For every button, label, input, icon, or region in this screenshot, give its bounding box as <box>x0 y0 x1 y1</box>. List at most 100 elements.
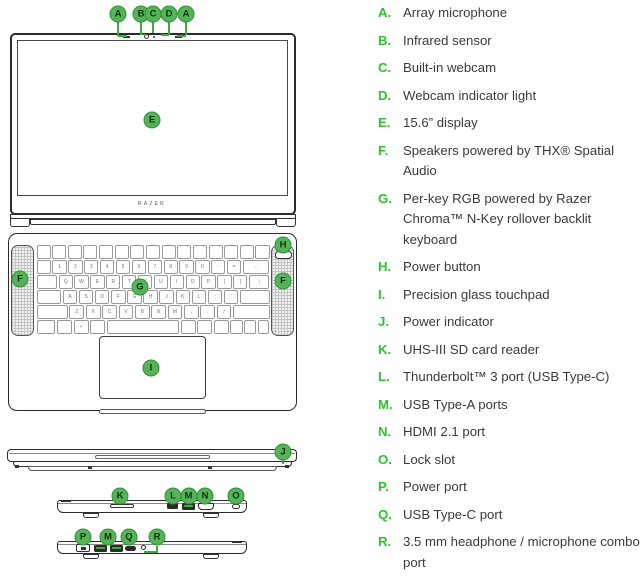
key: 4 <box>100 260 115 274</box>
legend-letter: G. <box>378 190 392 206</box>
callout-built-in-webcam: C <box>144 5 162 23</box>
callout-line <box>168 22 170 35</box>
callout-touchpad: I <box>142 359 160 377</box>
razer-logo: RAZER <box>138 201 166 207</box>
key: L <box>191 290 207 304</box>
key <box>177 245 192 259</box>
legend-text: Per-key RGB powered by Razer Chroma™ N-K… <box>403 190 592 247</box>
legend-letter: D. <box>378 87 392 103</box>
callout-line <box>144 551 158 553</box>
key <box>257 320 270 334</box>
key <box>197 320 213 334</box>
legend-letter: B. <box>378 32 392 48</box>
rubber-foot <box>203 553 219 559</box>
legend-text: 15.6” display <box>403 115 478 130</box>
legend-letter: Q. <box>378 506 392 522</box>
key: W <box>74 275 89 289</box>
legend-item-e: E.15.6” display <box>378 113 640 134</box>
side-vent-mark <box>61 500 71 503</box>
callout-array-microphone-right: A <box>177 5 195 23</box>
key: V <box>118 305 134 319</box>
keyboard-row <box>36 245 270 259</box>
hinge-bar <box>30 219 276 225</box>
key: K <box>175 290 191 304</box>
rubber-foot <box>83 513 99 518</box>
key: 6 <box>131 260 147 274</box>
keyboard-row: ▪ <box>36 320 270 334</box>
key: A <box>62 290 78 304</box>
key: D <box>94 290 110 304</box>
key: F <box>111 290 126 304</box>
side-vent-mark <box>232 541 242 544</box>
hinge-foot-left <box>10 218 30 227</box>
key: ← <box>242 260 270 274</box>
legend-letter: I. <box>378 286 386 302</box>
legend-item-i: I. Precision glass touchpad <box>378 285 640 306</box>
rubber-foot-mark <box>208 466 212 469</box>
speaker-right <box>271 245 294 336</box>
key: S <box>78 290 94 304</box>
key <box>114 245 129 259</box>
rubber-foot <box>83 553 99 559</box>
key: N <box>151 305 167 319</box>
key: [ <box>217 275 232 289</box>
legend-item-d: D. Webcam indicator light <box>378 86 640 107</box>
key: E <box>90 275 105 289</box>
key <box>208 245 223 259</box>
legend-text: USB Type-A ports <box>403 396 508 412</box>
callout-line <box>185 22 187 35</box>
key <box>161 245 176 259</box>
key <box>180 320 196 334</box>
legend-text: Lock slot <box>403 451 456 467</box>
legend-text: UHS-III SD card reader <box>403 341 540 357</box>
key: 8 <box>163 260 178 274</box>
callout-usb-a-ports-left: M <box>99 528 117 546</box>
key <box>36 245 51 259</box>
keyboard-row: QWERTYUIOP[]\ <box>36 275 270 289</box>
key <box>244 320 257 334</box>
key: 2 <box>68 260 83 274</box>
key: M <box>167 305 183 319</box>
key: P <box>201 275 216 289</box>
key <box>36 305 68 319</box>
legend-item-h: H.Power button <box>378 257 640 278</box>
legend-letter: A. <box>378 5 392 20</box>
legend-text: Webcam indicator light <box>403 87 537 103</box>
key <box>240 290 270 304</box>
key: . <box>200 305 216 319</box>
callout-line <box>156 545 158 553</box>
display-screen <box>17 40 288 196</box>
legend-letter: C. <box>378 60 392 75</box>
callout-keyboard: G <box>131 278 149 296</box>
thunderbolt-3-port <box>167 503 178 509</box>
callout-line <box>141 33 146 36</box>
hinge-strip <box>10 214 296 219</box>
callout-speaker-right: F <box>274 272 292 290</box>
key: , <box>183 305 199 319</box>
callout-display: E <box>143 111 161 129</box>
legend-letter: R. <box>378 534 392 549</box>
legend-text: Speakers powered by THX® Spatial Audio <box>403 142 615 179</box>
callout-power-port: P <box>74 528 92 546</box>
legend-text: Power indicator <box>403 314 494 329</box>
microphone-hole-icon <box>175 36 182 38</box>
legend-item-q: Q.USB Type-C port <box>378 505 640 526</box>
key: R <box>106 275 121 289</box>
legend-letter: M. <box>378 396 393 412</box>
lid-seam-line <box>9 452 295 454</box>
key: 0 <box>195 260 210 274</box>
legend-text: Precision glass touchpad <box>403 286 550 302</box>
closed-base-bottom <box>28 466 277 471</box>
legend-letter: P. <box>378 479 389 494</box>
legend-text: HDMI 2.1 port <box>403 424 486 439</box>
key: U <box>153 275 169 289</box>
legend-text: Infrared sensor <box>403 32 492 48</box>
usb-a-tongue <box>184 505 193 507</box>
lid-opening-groove <box>95 455 210 459</box>
legend-item-j: J.Power indicator <box>378 312 640 333</box>
usb-a-tongue <box>96 547 105 549</box>
key: = <box>227 260 242 274</box>
